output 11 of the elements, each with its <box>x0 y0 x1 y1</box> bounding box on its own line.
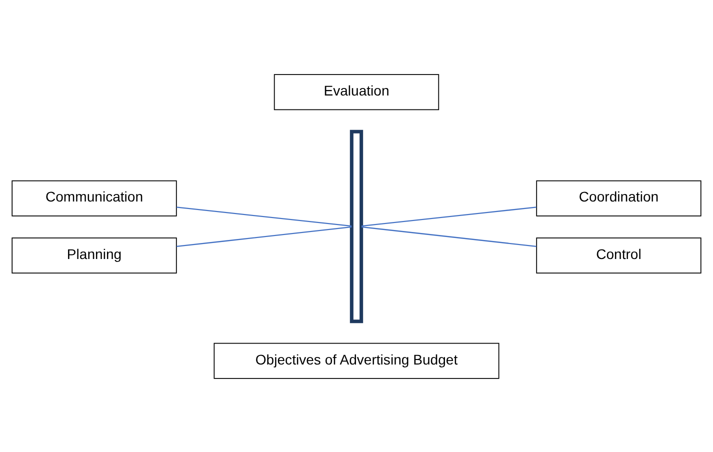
node-box: Control <box>536 236 702 273</box>
connector <box>361 206 536 226</box>
connector <box>361 226 536 246</box>
connector <box>176 226 352 246</box>
node-box: Evaluation <box>274 74 440 110</box>
node-box: Communication <box>12 180 177 216</box>
node-bar <box>350 129 364 323</box>
connector <box>176 206 352 226</box>
node-box: Coordination <box>536 180 702 216</box>
node-box: Planning <box>12 236 177 273</box>
node-box: Objectives of Advertising Budget <box>214 342 500 378</box>
